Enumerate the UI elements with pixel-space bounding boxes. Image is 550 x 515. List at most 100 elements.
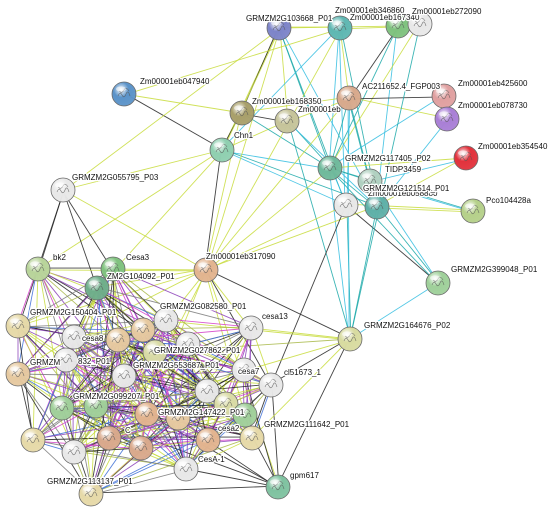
protein-node[interactable] xyxy=(336,85,362,111)
protein-node[interactable] xyxy=(84,275,110,301)
edge xyxy=(329,157,467,169)
edge xyxy=(62,189,207,271)
protein-node[interactable] xyxy=(20,427,46,453)
protein-node[interactable] xyxy=(165,405,191,431)
node-circle[interactable] xyxy=(453,145,479,171)
protein-node[interactable] xyxy=(327,15,353,41)
protein-node[interactable] xyxy=(357,168,383,194)
node-circle[interactable] xyxy=(5,361,31,387)
node-circle[interactable] xyxy=(317,155,343,181)
node-label: bk2 xyxy=(53,253,66,262)
node-highlight xyxy=(430,275,440,281)
node-circle[interactable] xyxy=(265,474,291,500)
protein-node[interactable] xyxy=(265,474,291,500)
node-label-halo: TIDP3459 xyxy=(385,165,422,174)
protein-node[interactable] xyxy=(50,177,76,203)
node-circle[interactable] xyxy=(128,435,154,461)
edge xyxy=(73,343,189,453)
protein-node[interactable] xyxy=(194,378,220,404)
node-circle[interactable] xyxy=(25,256,51,282)
protein-node[interactable] xyxy=(364,194,390,220)
protein-node[interactable] xyxy=(5,361,31,387)
protein-node[interactable] xyxy=(49,395,75,421)
protein-node[interactable] xyxy=(134,401,160,427)
node-label: AC211652.4_FGP003 xyxy=(362,82,441,91)
node-circle[interactable] xyxy=(49,395,75,421)
node-circle[interactable] xyxy=(61,439,87,465)
edge xyxy=(347,98,350,340)
node-circle[interactable] xyxy=(434,106,460,132)
node-circle[interactable] xyxy=(229,100,255,126)
node-circle[interactable] xyxy=(195,427,221,453)
node-circle[interactable] xyxy=(337,326,363,352)
protein-node[interactable] xyxy=(173,456,199,482)
protein-node[interactable] xyxy=(96,425,122,451)
protein-node[interactable] xyxy=(266,15,292,41)
protein-node[interactable] xyxy=(195,427,221,453)
protein-node[interactable] xyxy=(25,256,51,282)
node-circle[interactable] xyxy=(193,257,219,283)
protein-node[interactable] xyxy=(213,391,239,417)
protein-node[interactable] xyxy=(333,192,359,218)
protein-node[interactable] xyxy=(434,106,460,132)
edge xyxy=(166,318,252,328)
node-circle[interactable] xyxy=(364,194,390,220)
node-highlight xyxy=(243,320,253,326)
protein-node[interactable] xyxy=(453,145,479,171)
node-circle[interactable] xyxy=(153,307,179,333)
protein-node[interactable] xyxy=(232,402,258,428)
protein-node[interactable] xyxy=(130,317,156,343)
protein-node[interactable] xyxy=(53,347,79,373)
protein-node[interactable] xyxy=(425,270,451,296)
protein-node[interactable] xyxy=(231,357,257,383)
node-circle[interactable] xyxy=(84,275,110,301)
node-circle[interactable] xyxy=(173,456,199,482)
protein-node[interactable] xyxy=(111,81,137,107)
edge xyxy=(37,269,118,342)
protein-node[interactable] xyxy=(337,326,363,352)
protein-node[interactable] xyxy=(229,100,255,126)
protein-node[interactable] xyxy=(460,198,486,224)
edge xyxy=(90,402,226,494)
protein-node[interactable] xyxy=(78,481,104,507)
protein-node[interactable] xyxy=(317,155,343,181)
node-circle[interactable] xyxy=(238,315,264,341)
node-circle[interactable] xyxy=(134,401,160,427)
protein-node[interactable] xyxy=(239,425,265,451)
edge xyxy=(73,329,144,453)
protein-node[interactable] xyxy=(111,363,137,389)
edge xyxy=(241,112,331,169)
protein-node[interactable] xyxy=(100,256,126,282)
protein-node[interactable] xyxy=(175,331,201,357)
protein-node[interactable] xyxy=(193,257,219,283)
node-circle[interactable] xyxy=(239,425,265,451)
node-circle[interactable] xyxy=(130,317,156,343)
protein-node[interactable] xyxy=(61,439,87,465)
node-circle[interactable] xyxy=(5,313,31,339)
protein-node[interactable] xyxy=(407,11,433,37)
protein-node[interactable] xyxy=(61,324,87,350)
node-circle[interactable] xyxy=(105,327,131,353)
node-circle[interactable] xyxy=(96,425,122,451)
node-circle[interactable] xyxy=(425,270,451,296)
protein-node[interactable] xyxy=(5,313,31,339)
protein-node[interactable] xyxy=(431,83,457,109)
protein-node[interactable] xyxy=(105,327,131,353)
protein-node[interactable] xyxy=(209,137,235,163)
node-circle[interactable] xyxy=(460,198,486,224)
node-circle[interactable] xyxy=(111,81,137,107)
protein-node[interactable] xyxy=(274,108,300,134)
node-circle[interactable] xyxy=(20,427,46,453)
edge xyxy=(147,344,190,415)
protein-node[interactable] xyxy=(142,339,168,365)
protein-node[interactable] xyxy=(258,372,284,398)
node-circle[interactable] xyxy=(258,372,284,398)
node-circle[interactable] xyxy=(274,108,300,134)
protein-node[interactable] xyxy=(153,307,179,333)
node-circle[interactable] xyxy=(333,192,359,218)
node-highlight xyxy=(147,344,157,350)
protein-node[interactable] xyxy=(128,435,154,461)
protein-node[interactable] xyxy=(83,393,109,419)
protein-node[interactable] xyxy=(238,315,264,341)
node-circle[interactable] xyxy=(209,137,235,163)
